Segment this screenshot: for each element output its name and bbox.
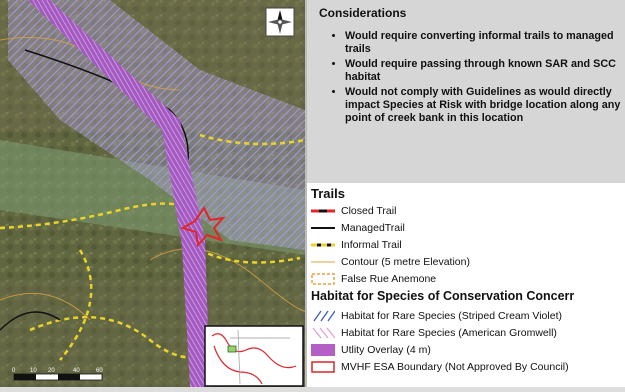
considerations-title: Considerations [319, 6, 407, 20]
legend-label: False Rue Anemone [341, 273, 437, 285]
inset-location-map[interactable] [204, 325, 304, 387]
consideration-item: Would require passing through known SAR … [345, 58, 625, 84]
consideration-item: Would require converting informal trails… [345, 30, 625, 56]
legend-habitat-title: Habitat for Species of Conservation Conc… [311, 289, 575, 303]
utility-overlay-swatch-icon [311, 344, 335, 356]
legend-label: MVHF ESA Boundary (Not Approved By Counc… [341, 361, 569, 373]
blue-hatch-swatch-icon [311, 310, 336, 322]
scale-label: 20 [48, 368, 55, 374]
legend-label: Utlity Overlay (4 m) [341, 344, 431, 356]
legend-item-esa-boundary: MVHF ESA Boundary (Not Approved By Counc… [311, 360, 569, 374]
legend-label: Habitat for Rare Species (American Gromw… [341, 327, 557, 339]
map-canvas: 0 10 20 40 60 [0, 0, 309, 387]
consideration-item: Would not comply with Guidelines as woul… [345, 86, 625, 125]
scale-label: 0 [12, 368, 16, 374]
legend-item-utility-overlay: Utlity Overlay (4 m) [311, 343, 431, 357]
legend-item-closed-trail: Closed Trail [311, 204, 396, 218]
legend-item-contour: Contour (5 metre Elevation) [311, 255, 470, 269]
map-legend: Trails Closed Trail ManagedTrail Informa… [307, 183, 625, 387]
north-arrow-icon [265, 7, 295, 37]
contour-swatch-icon [311, 256, 335, 268]
informal-trail-swatch-icon [311, 239, 335, 251]
managed-trail-swatch-icon [311, 222, 335, 234]
habitat-striped-cream-violet [8, 0, 305, 250]
considerations-list: Would require converting informal trails… [335, 30, 625, 125]
legend-trails-title: Trails [311, 186, 345, 201]
legend-label: ManagedTrail [341, 222, 405, 234]
considerations-panel: Considerations Would require converting … [307, 0, 625, 183]
scale-label: 40 [73, 368, 80, 374]
legend-item-american-gromwell: Habitat for Rare Species (American Gromw… [311, 326, 557, 340]
legend-item-informal-trail: Informal Trail [311, 238, 402, 252]
false-rue-anemone-swatch-icon [311, 273, 335, 285]
closed-trail-swatch-icon [311, 205, 335, 217]
scale-label: 60 [96, 368, 103, 374]
aerial-map[interactable]: 0 10 20 40 60 [0, 0, 309, 387]
esa-star-marker [180, 206, 226, 248]
pink-hatch-swatch-icon [311, 327, 336, 339]
legend-label: Habitat for Rare Species (Striped Cream … [341, 310, 562, 322]
legend-label: Closed Trail [341, 205, 397, 217]
legend-item-false-rue-anemone: False Rue Anemone [311, 272, 436, 286]
utility-overlay [28, 0, 210, 387]
legend-label: Informal Trail [341, 239, 402, 251]
legend-item-striped-cream-violet: Habitat for Rare Species (Striped Cream … [311, 309, 562, 323]
esa-boundary-swatch-icon [311, 361, 335, 373]
legend-item-managed-trail: ManagedTrail [311, 221, 405, 235]
scale-label: 10 [30, 368, 37, 374]
legend-label: Contour (5 metre Elevation) [341, 256, 470, 268]
scale-bar [13, 373, 103, 381]
